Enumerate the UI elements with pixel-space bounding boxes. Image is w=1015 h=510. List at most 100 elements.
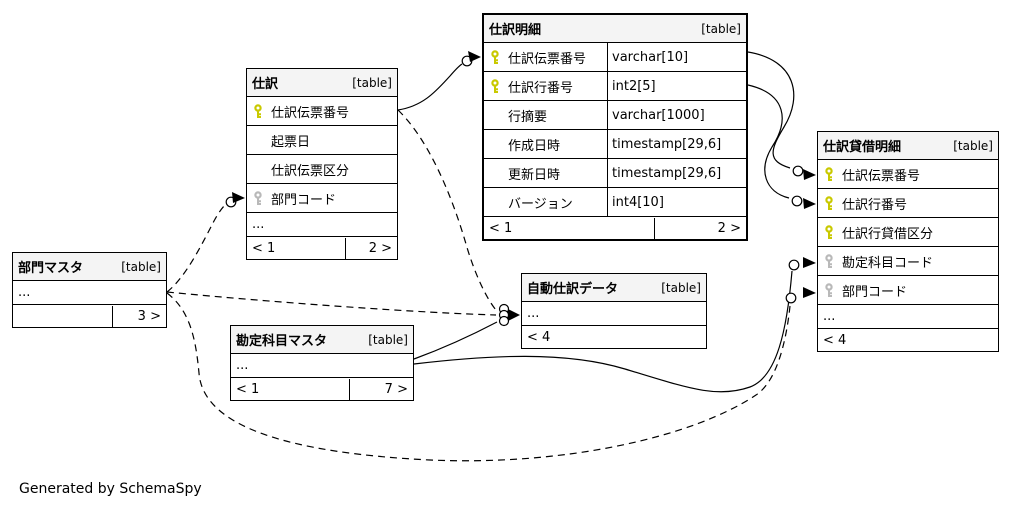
table-shiwake-taishaku-meisai: 仕訳貸借明細 [table] 仕訳伝票番号 仕訳行番号 仕訳行貸借区分 勘定科目…	[817, 131, 999, 352]
more-columns-row: ...	[818, 305, 998, 329]
arrowhead-icon	[803, 198, 816, 209]
edge-kanjokamoku-to-jidoshiwake	[413, 321, 498, 360]
table-type-label: [table]	[953, 138, 993, 153]
footer-right-count: 7 >	[349, 378, 413, 400]
table-type-label: [table]	[368, 332, 408, 347]
column-row-shiwake: 部門コード	[247, 184, 397, 213]
table-name: 自動仕訳データ	[527, 282, 619, 297]
table-header-shiwake-meisai[interactable]: 仕訳明細 [table]	[484, 15, 746, 43]
column-name: 仕訳伝票区分	[271, 163, 350, 179]
foreign-key-icon	[825, 283, 833, 297]
column-row-shiwake: 仕訳伝票番号	[247, 97, 397, 126]
arrowhead-icon	[803, 169, 816, 180]
table-footer: < 4	[818, 329, 998, 351]
edge-shiwakemeisai-to-taishaku-denpyo	[747, 51, 816, 180]
column-row-shiwake-taishaku-meisai: 部門コード	[818, 276, 998, 305]
ellipsis-label: ...	[18, 285, 31, 300]
column-row-shiwake: 仕訳伝票区分	[247, 155, 397, 184]
table-footer: < 1 2 >	[247, 237, 397, 259]
column-name: 仕訳行番号	[508, 80, 574, 96]
ellipsis-label: ...	[527, 306, 540, 321]
column-name: 行摘要	[508, 109, 548, 125]
column-row-shiwake-meisai: バージョン int4[10]	[484, 188, 746, 217]
more-columns-row: ...	[13, 281, 166, 305]
table-type-label: [table]	[661, 280, 701, 295]
table-header-bumon-master[interactable]: 部門マスタ [table]	[13, 253, 166, 281]
table-kanjo-kamoku-master: 勘定科目マスタ [table] ... < 1 7 >	[230, 325, 414, 401]
foreign-key-icon	[825, 254, 833, 268]
primary-key-icon	[491, 79, 499, 93]
generated-by-label: Generated by SchemaSpy	[19, 481, 202, 497]
edge-bumon-to-taishaku	[166, 287, 816, 462]
edge-shiwake-to-shiwakemeisai	[397, 51, 481, 111]
edge-bumon-to-shiwake	[166, 192, 245, 293]
more-columns-row: ...	[231, 354, 413, 378]
arrowhead-icon	[468, 51, 481, 62]
footer-left-count: < 1	[252, 240, 276, 256]
column-name: 作成日時	[508, 138, 561, 154]
primary-key-icon	[825, 196, 833, 210]
more-columns-row: ...	[522, 302, 706, 326]
column-row-shiwake-meisai: 仕訳伝票番号 varchar[10]	[484, 43, 746, 72]
table-type-label: [table]	[121, 259, 161, 274]
table-shiwake: 仕訳 [table] 仕訳伝票番号 起票日 仕訳伝票区分 部門コード ... <…	[246, 68, 398, 260]
footer-left-count: < 4	[527, 329, 551, 345]
table-jido-shiwake-data: 自動仕訳データ [table] ... < 4	[521, 273, 707, 349]
table-name: 仕訳	[252, 77, 279, 92]
table-footer: < 4	[522, 326, 706, 348]
table-name: 部門マスタ	[18, 261, 84, 276]
footer-right-count: 2 >	[654, 217, 746, 239]
column-name: 勘定科目コード	[842, 255, 934, 271]
column-type: int4[10]	[607, 188, 746, 216]
primary-key-icon	[491, 50, 499, 64]
primary-key-icon	[254, 104, 262, 118]
footer-right-count: 2 >	[344, 237, 398, 259]
table-header-jido-shiwake-data[interactable]: 自動仕訳データ [table]	[522, 274, 706, 302]
column-name: 部門コード	[842, 284, 908, 300]
column-row-shiwake-taishaku-meisai: 仕訳行番号	[818, 189, 998, 218]
table-name: 仕訳貸借明細	[823, 140, 902, 155]
table-name: 勘定科目マスタ	[236, 334, 328, 349]
connector-jidoshiwake	[498, 303, 520, 327]
column-type: timestamp[29,6]	[607, 130, 746, 158]
table-header-kanjo-kamoku-master[interactable]: 勘定科目マスタ [table]	[231, 326, 413, 354]
column-name: 仕訳行貸借区分	[842, 226, 934, 242]
arrowhead-icon	[803, 257, 816, 268]
column-name: 仕訳伝票番号	[271, 105, 350, 121]
column-type: varchar[10]	[607, 43, 746, 71]
table-bumon-master: 部門マスタ [table] ... 3 >	[12, 252, 167, 328]
ellipsis-label: ...	[252, 217, 265, 232]
column-name: 仕訳伝票番号	[508, 51, 587, 67]
column-type: timestamp[29,6]	[607, 159, 746, 187]
column-type: varchar[1000]	[607, 101, 746, 129]
arrowhead-icon	[232, 192, 245, 203]
column-row-shiwake: 起票日	[247, 126, 397, 155]
column-name: 部門コード	[271, 192, 337, 208]
column-name: バージョン	[508, 196, 573, 212]
column-row-shiwake-meisai: 行摘要 varchar[1000]	[484, 101, 746, 130]
arrowhead-icon	[803, 287, 816, 298]
column-row-shiwake-taishaku-meisai: 仕訳伝票番号	[818, 160, 998, 189]
column-name: 仕訳行番号	[842, 197, 908, 213]
more-columns-row: ...	[247, 213, 397, 237]
ellipsis-label: ...	[823, 309, 836, 324]
table-header-shiwake[interactable]: 仕訳 [table]	[247, 69, 397, 97]
table-header-shiwake-taishaku-meisai[interactable]: 仕訳貸借明細 [table]	[818, 132, 998, 160]
column-name: 仕訳伝票番号	[842, 168, 921, 184]
footer-right-count: 3 >	[112, 305, 166, 327]
arrowhead-icon	[508, 309, 520, 321]
footer-left-count: < 4	[823, 332, 847, 348]
primary-key-icon	[825, 225, 833, 239]
footer-left-count: < 1	[236, 381, 260, 397]
column-row-shiwake-taishaku-meisai: 仕訳行貸借区分	[818, 218, 998, 247]
edge-bumon-to-jidoshiwake	[166, 291, 497, 316]
footer-left-count: < 1	[489, 220, 513, 236]
column-row-shiwake-meisai: 作成日時 timestamp[29,6]	[484, 130, 746, 159]
table-type-label: [table]	[701, 21, 741, 36]
foreign-key-icon	[254, 191, 262, 205]
